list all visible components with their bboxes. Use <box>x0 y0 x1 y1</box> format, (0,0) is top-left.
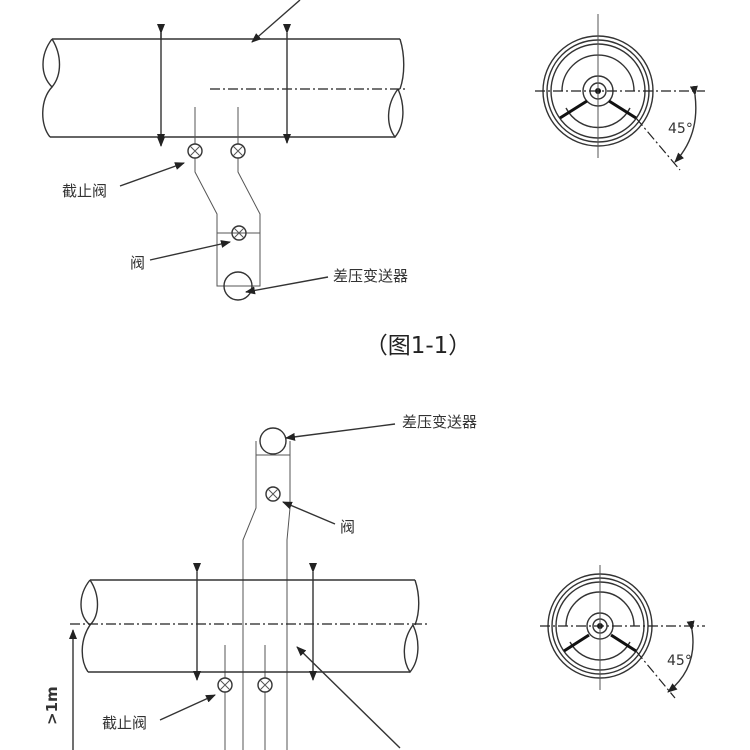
angle-label: 45° <box>668 121 693 137</box>
valve-label: 阀 <box>130 254 145 272</box>
pipe-cross-section-bottom: 45° <box>540 565 705 699</box>
valve-icon <box>265 486 281 502</box>
impulse-lines-bottom <box>224 441 291 750</box>
pipe-bottom <box>69 563 430 750</box>
stop-valve-label: 截止阀 <box>62 182 107 200</box>
dp-transmitter-label: 差压变送器 <box>333 267 408 285</box>
dp-transmitter-icon <box>223 271 253 301</box>
angle-label: 45° <box>667 653 692 669</box>
stop-valve-icon <box>217 677 273 693</box>
dp-transmitter-label: 差压变送器 <box>402 413 477 431</box>
stop-valve-icon <box>187 143 246 159</box>
valve-label: 阀 <box>340 518 355 536</box>
valve-icon <box>231 225 247 241</box>
height-label: >1m <box>43 686 61 725</box>
pipe-top <box>42 0 405 146</box>
dp-transmitter-icon <box>259 427 287 455</box>
figure-caption: （图1-1） <box>365 333 472 359</box>
impulse-lines-top <box>194 158 261 287</box>
pipe-cross-section-top: 45° <box>535 14 705 171</box>
stop-valve-label: 截止阀 <box>102 714 147 732</box>
